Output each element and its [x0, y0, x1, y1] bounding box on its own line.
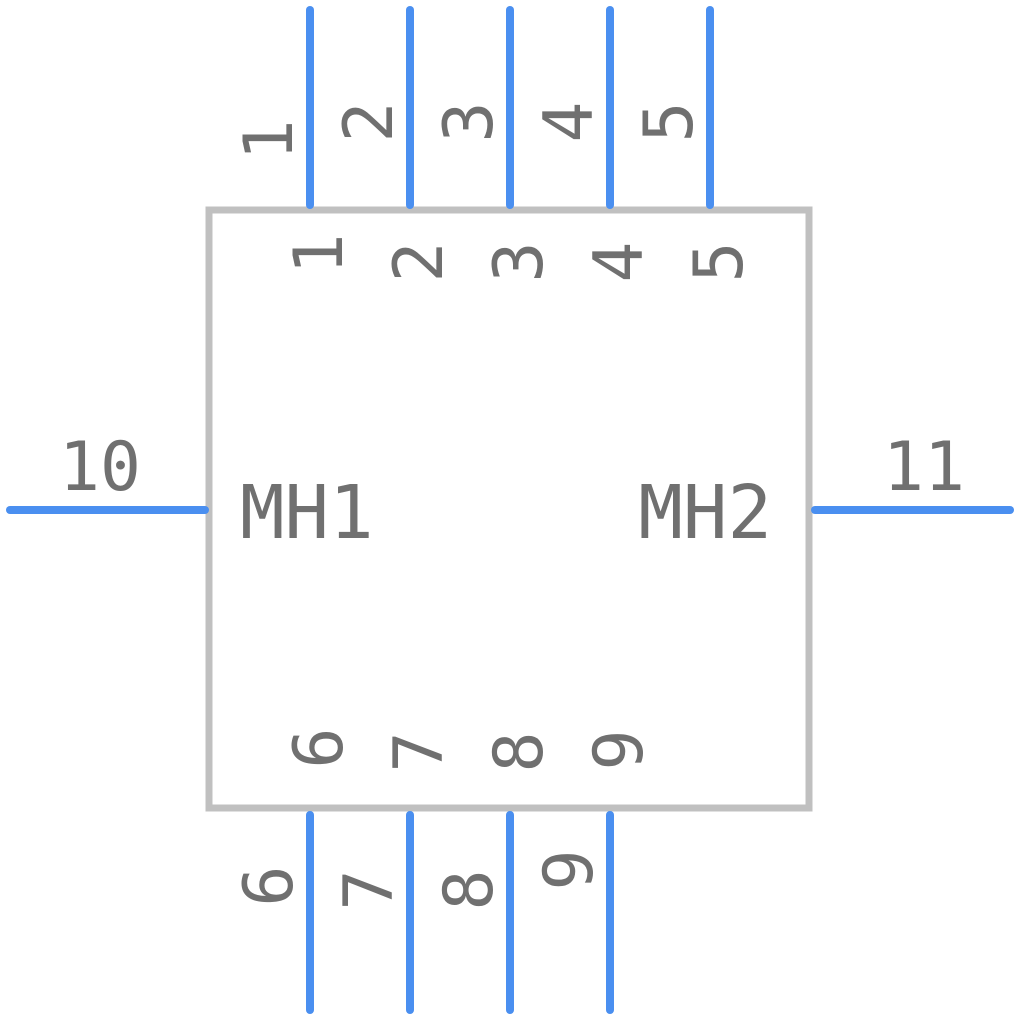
top-pin-5[interactable]: 5 5: [630, 6, 759, 283]
pin-name: 6: [280, 728, 359, 769]
top-pin-1[interactable]: 1 1: [230, 6, 359, 275]
pin-name: 4: [580, 242, 659, 283]
bottom-pin-8[interactable]: 8 8: [430, 732, 559, 1014]
bottom-pin-9[interactable]: 9 9: [530, 730, 659, 1014]
pin-number: 2: [330, 102, 409, 143]
left-pin-10[interactable]: 10 MH1: [6, 428, 374, 556]
pin-number: 8: [430, 870, 509, 911]
pin-number: 1: [230, 120, 309, 161]
pin-name: 3: [480, 242, 559, 283]
pin-name: 9: [580, 730, 659, 771]
pin-number: 6: [230, 866, 309, 907]
pin-number: 11: [883, 428, 965, 507]
pin-name: 5: [680, 242, 759, 283]
pin-number: 10: [59, 428, 141, 507]
pin-name: 1: [280, 234, 359, 275]
bottom-pin-6[interactable]: 6 6: [230, 728, 359, 1014]
pin-number: 3: [430, 102, 509, 143]
pin-number: 5: [630, 102, 709, 143]
top-pin-4[interactable]: 4 4: [530, 6, 659, 283]
pin-number: 7: [330, 870, 409, 911]
pin-name: MH1: [240, 470, 374, 556]
top-pin-2[interactable]: 2 2: [330, 6, 459, 283]
pin-name: MH2: [638, 470, 772, 556]
pin-name: 2: [380, 242, 459, 283]
pin-number: 4: [530, 102, 609, 143]
pin-number: 9: [530, 850, 609, 891]
component-body: [205, 206, 813, 812]
top-pin-3[interactable]: 3 3: [430, 6, 559, 283]
right-pin-11[interactable]: 11 MH2: [638, 428, 1014, 556]
pin-name: 8: [480, 732, 559, 773]
pin-name: 7: [380, 732, 459, 773]
bottom-pin-7[interactable]: 7 7: [330, 732, 459, 1014]
